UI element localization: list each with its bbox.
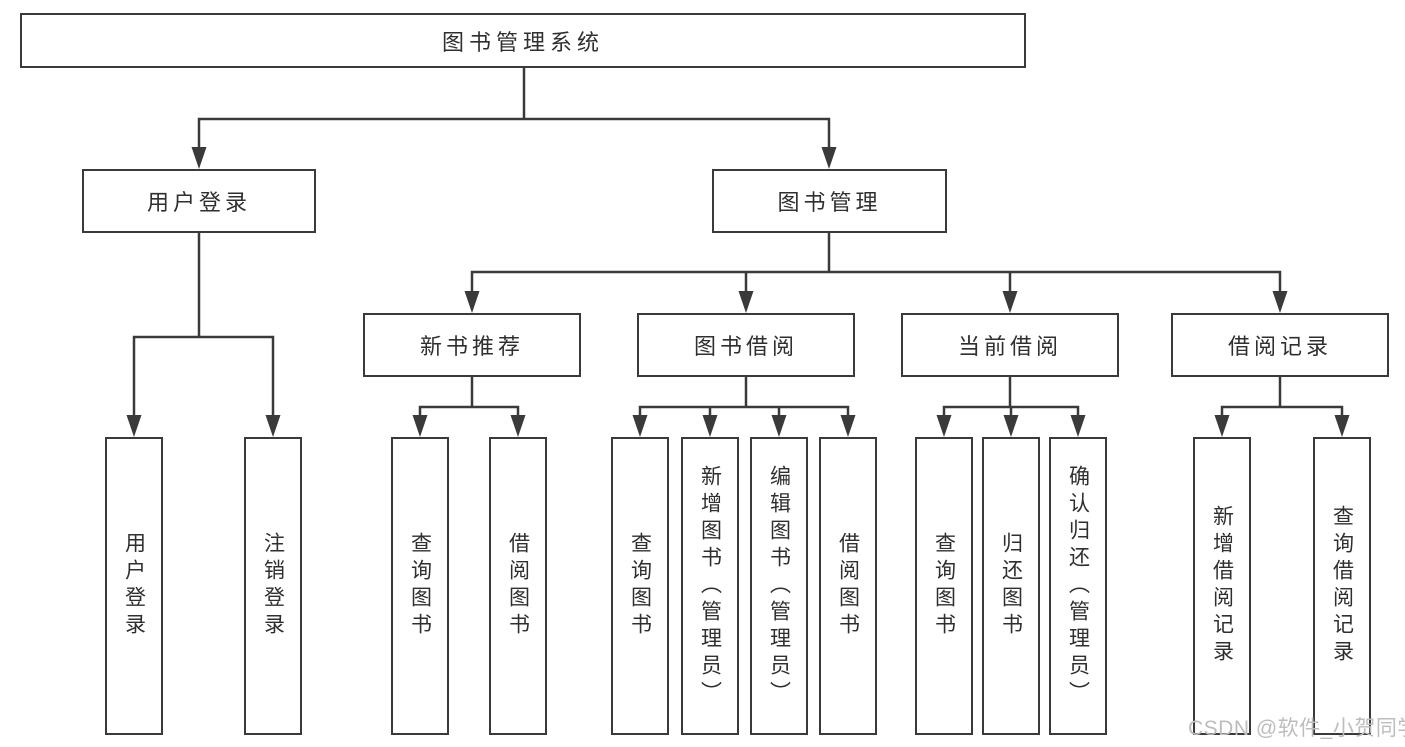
node-label: 新增图书（管理员） xyxy=(698,464,722,708)
node-label: 注销登录 xyxy=(261,532,285,640)
node-borrow-books: 借阅图书 xyxy=(819,437,877,735)
node-user-login: 用户登录 xyxy=(105,437,163,735)
node-current-borrowing: 当前借阅 xyxy=(901,313,1119,377)
node-label: 借阅图书 xyxy=(506,532,530,640)
node-edit-book-admin: 编辑图书（管理员） xyxy=(750,437,808,735)
node-query-books-recommend: 查询图书 xyxy=(391,437,449,735)
node-borrow-books-recommend: 借阅图书 xyxy=(489,437,547,735)
node-return-books: 归还图书 xyxy=(982,437,1040,735)
node-label: 新书推荐 xyxy=(419,334,524,359)
node-label: 借阅图书 xyxy=(836,532,860,640)
node-book-management: 图书管理 xyxy=(712,169,947,233)
node-label: 图书管理系统 xyxy=(441,29,604,55)
node-query-books-borrow: 查询图书 xyxy=(611,437,669,735)
node-library-management-system: 图书管理系统 xyxy=(20,13,1026,68)
node-label: 查询借阅记录 xyxy=(1330,505,1354,667)
node-add-borrow-record: 新增借阅记录 xyxy=(1193,437,1251,735)
node-label: 确认归还（管理员） xyxy=(1066,464,1090,708)
node-label: 当前借阅 xyxy=(957,334,1062,359)
node-label: 新增借阅记录 xyxy=(1210,505,1234,667)
tree-edges xyxy=(132,66,1344,418)
node-new-book-recommendation: 新书推荐 xyxy=(363,313,581,377)
node-label: 查询图书 xyxy=(932,532,956,640)
node-label: 用户登录 xyxy=(146,190,251,215)
node-label: 借阅记录 xyxy=(1227,334,1332,359)
node-add-book-admin: 新增图书（管理员） xyxy=(681,437,739,735)
node-label: 归还图书 xyxy=(999,532,1023,640)
node-label: 用户登录 xyxy=(122,532,146,640)
node-query-books-current: 查询图书 xyxy=(915,437,973,735)
csdn-watermark: CSDN @软件_小贺同学 xyxy=(1188,717,1405,740)
node-query-borrow-record: 查询借阅记录 xyxy=(1313,437,1371,735)
node-logout: 注销登录 xyxy=(244,437,302,735)
node-label: 编辑图书（管理员） xyxy=(767,464,791,708)
node-label: 查询图书 xyxy=(408,532,432,640)
node-label: 图书管理 xyxy=(777,190,882,215)
node-book-borrowing: 图书借阅 xyxy=(637,313,855,377)
node-label: 图书借阅 xyxy=(693,334,798,359)
node-user-login-branch: 用户登录 xyxy=(82,169,316,233)
node-borrowing-records: 借阅记录 xyxy=(1171,313,1389,377)
node-confirm-return-admin: 确认归还（管理员） xyxy=(1049,437,1107,735)
node-label: 查询图书 xyxy=(628,532,652,640)
